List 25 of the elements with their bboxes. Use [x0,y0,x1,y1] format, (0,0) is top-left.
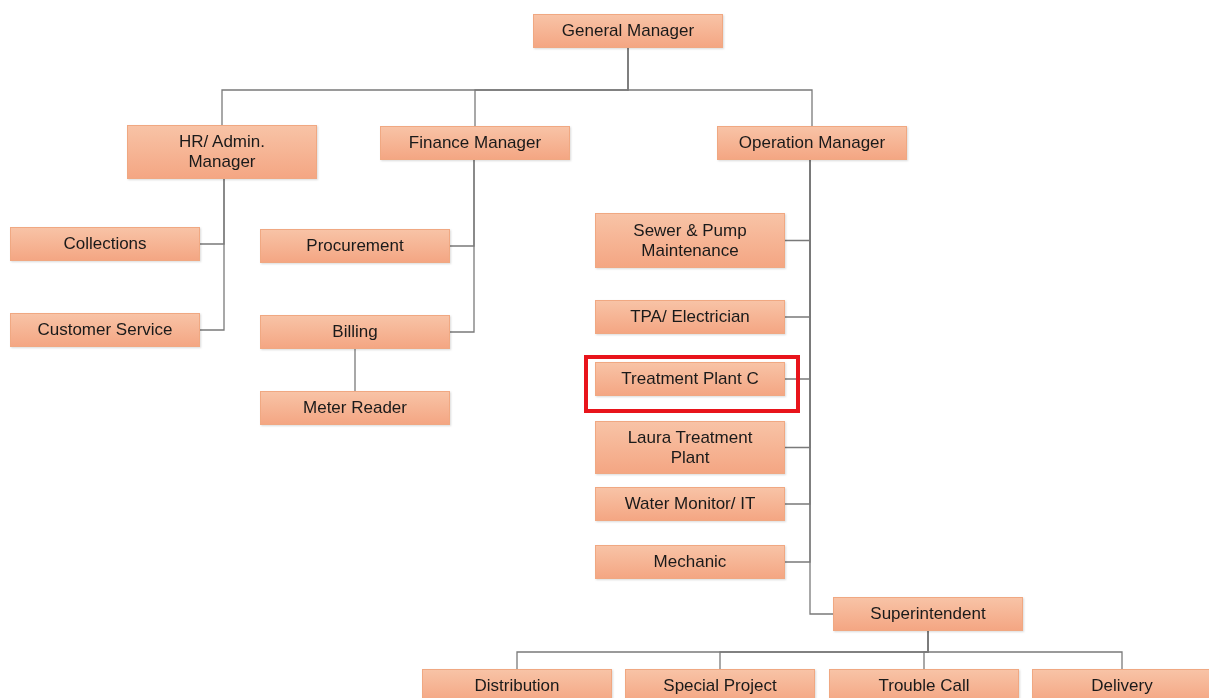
position-box: Special Project [625,669,815,698]
position-box: HR/ Admin. Manager [127,125,317,179]
connector-line [199,178,225,331]
position-box: TPA/ Electrician [595,300,785,334]
position-box: Water Monitor/ IT [595,487,785,521]
position-box: Treatment Plant C [595,362,785,396]
position-box: Trouble Call [829,669,1019,698]
position-box: Operation Manager [717,126,907,160]
highlight-frame [584,355,800,413]
position-box: Customer Service [10,313,200,347]
position-box: Mechanic [595,545,785,579]
connector-line [449,159,475,333]
position-box: Billing [260,315,450,349]
position-box: Sewer & Pump Maintenance [595,213,785,268]
connector-line [627,47,813,127]
position-box: Procurement [260,229,450,263]
position-box: Delivery [1032,669,1209,698]
position-box: Distribution [422,669,612,698]
position-box: Laura Treatment Plant [595,421,785,474]
position-box: Finance Manager [380,126,570,160]
position-box: Meter Reader [260,391,450,425]
position-box: Superintendent [833,597,1023,631]
position-box: General Manager [533,14,723,48]
position-box: Collections [10,227,200,261]
connector-line [927,630,1123,670]
